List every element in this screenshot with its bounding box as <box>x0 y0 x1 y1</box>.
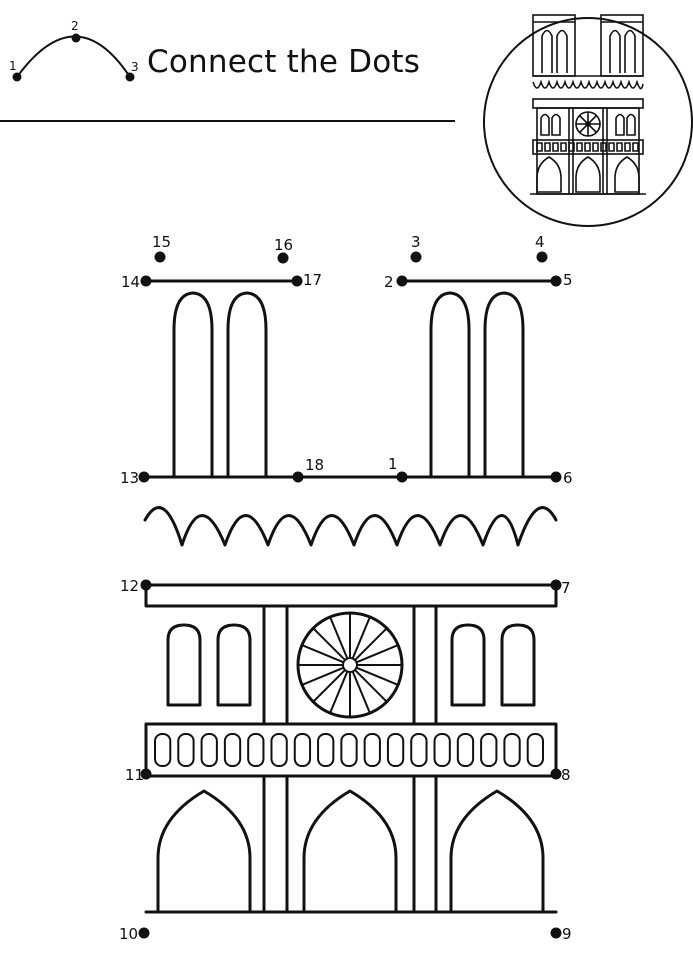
dot-label-1: 1 <box>388 455 398 473</box>
dot-3[interactable] <box>410 251 422 263</box>
dot-7[interactable] <box>550 579 562 591</box>
dot-13[interactable] <box>138 471 150 483</box>
page-title: Connect the Dots <box>147 44 421 80</box>
dot-6[interactable] <box>550 471 562 483</box>
ledge <box>144 583 558 608</box>
puzzle-drawing <box>142 279 558 914</box>
dot-1[interactable] <box>396 471 408 483</box>
dot-label-17: 17 <box>303 271 322 289</box>
rose-spoke <box>356 644 399 664</box>
rose-spoke <box>312 627 346 661</box>
example-dot-1 <box>12 72 22 82</box>
dot-17[interactable] <box>291 275 303 287</box>
baluster <box>456 733 475 767</box>
rose-spoke <box>356 666 399 686</box>
baluster <box>503 733 521 767</box>
rose-spoke <box>329 616 349 659</box>
rose-window <box>296 611 404 719</box>
dot-label-11: 11 <box>125 766 144 784</box>
dot-10[interactable] <box>138 927 150 939</box>
dot-label-12: 12 <box>120 577 139 595</box>
left-tower-windows <box>172 291 268 479</box>
puzzle-dots <box>138 251 562 939</box>
baluster <box>433 733 451 767</box>
baluster <box>340 733 358 767</box>
dot-label-18: 18 <box>305 456 324 474</box>
baluster <box>293 733 312 767</box>
right-tower-windows <box>429 291 525 479</box>
rose-spoke <box>301 644 344 664</box>
baluster <box>526 733 544 767</box>
rose-spoke <box>312 669 346 703</box>
gallery-arches <box>143 506 558 547</box>
baluster <box>247 733 265 767</box>
buttresses <box>262 604 438 914</box>
baluster <box>200 733 218 767</box>
balcony <box>144 722 558 778</box>
rose-spoke <box>354 627 388 661</box>
dot-14[interactable] <box>140 275 152 287</box>
baluster <box>410 733 428 767</box>
dot-label-3: 3 <box>411 233 421 251</box>
portals <box>156 789 545 914</box>
dot-label-15: 15 <box>152 233 171 251</box>
baluster <box>317 733 335 767</box>
notre-dame-cathedral-icon <box>530 14 646 195</box>
dot-15[interactable] <box>154 251 166 263</box>
rose-spoke <box>354 669 388 703</box>
dot-label-14: 14 <box>121 273 140 291</box>
baluster <box>177 733 195 767</box>
dot-label-4: 4 <box>535 233 545 251</box>
dot-label-9: 9 <box>562 925 572 943</box>
baluster <box>363 733 381 767</box>
dot-18[interactable] <box>292 471 304 483</box>
puzzle-dot-labels: 1 2 3 4 5 6 7 8 9 10 11 12 13 14 15 16 1… <box>119 233 573 943</box>
dot-label-10: 10 <box>119 925 138 943</box>
dot-2[interactable] <box>396 275 408 287</box>
dot-4[interactable] <box>536 251 548 263</box>
baluster <box>386 733 405 767</box>
dot-label-16: 16 <box>274 236 293 254</box>
dot-label-6: 6 <box>563 469 573 487</box>
example-arc: 1 2 3 <box>9 19 139 82</box>
example-dot-2 <box>71 33 81 43</box>
upper-windows <box>166 623 536 707</box>
example-dot-3 <box>125 72 135 82</box>
baluster <box>270 733 288 767</box>
rose-spoke <box>301 666 344 686</box>
finished-preview <box>483 14 693 227</box>
baluster <box>154 733 172 767</box>
rose-spoke <box>329 671 349 714</box>
dot-9[interactable] <box>550 927 562 939</box>
dot-label-13: 13 <box>120 469 139 487</box>
dot-16[interactable] <box>277 252 289 264</box>
baluster <box>223 733 242 767</box>
rose-spoke <box>351 616 371 659</box>
dot-label-5: 5 <box>563 271 573 289</box>
example-label-1: 1 <box>9 59 17 73</box>
example-label-3: 3 <box>131 60 139 74</box>
example-label-2: 2 <box>71 19 79 33</box>
dot-label-8: 8 <box>561 766 571 784</box>
dot-label-7: 7 <box>561 579 571 597</box>
dot-12[interactable] <box>140 579 152 591</box>
dot-5[interactable] <box>550 275 562 287</box>
dot-label-2: 2 <box>384 273 394 291</box>
dot-8[interactable] <box>550 768 562 780</box>
dot-11[interactable] <box>140 768 152 780</box>
rose-spoke <box>351 671 371 714</box>
baluster <box>480 733 498 767</box>
